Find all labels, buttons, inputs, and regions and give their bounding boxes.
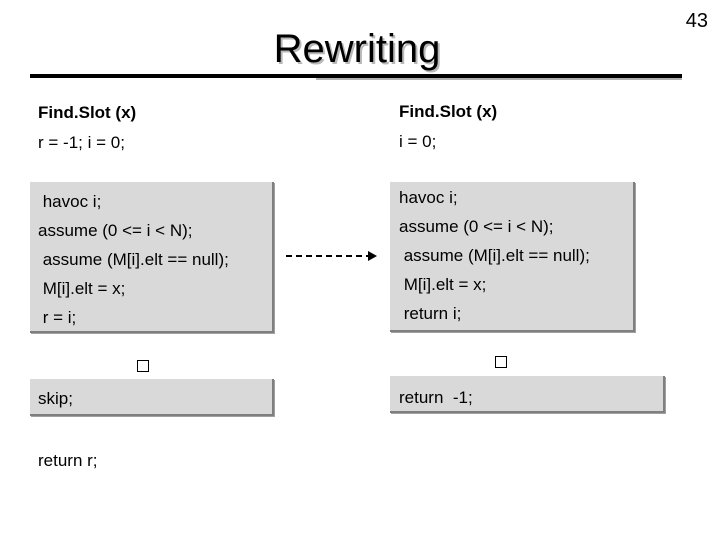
left-code-block: havoc i; assume (0 <= i < N); assume (M[… bbox=[30, 182, 274, 333]
left-return-text: return r; bbox=[38, 451, 98, 470]
left-code-line: assume (M[i].elt == null); bbox=[38, 250, 229, 269]
left-code-line: M[i].elt = x; bbox=[38, 279, 126, 298]
left-choice-square bbox=[137, 360, 149, 372]
left-code-line: havoc i; bbox=[38, 192, 102, 211]
right-code-line: assume (0 <= i < N); bbox=[399, 217, 554, 236]
right-return-text: return -1; bbox=[399, 388, 473, 407]
dashed-arrow bbox=[286, 248, 378, 264]
right-code-line: havoc i; bbox=[399, 188, 458, 207]
slide-title: Rewriting bbox=[273, 27, 441, 71]
right-code-line: assume (M[i].elt == null); bbox=[399, 246, 590, 265]
left-code-line: r = i; bbox=[38, 308, 77, 327]
left-skip-block: skip; bbox=[30, 379, 274, 416]
left-header-signature: Find.Slot (x) bbox=[38, 103, 137, 122]
left-code-line: assume (0 <= i < N); bbox=[38, 221, 193, 240]
right-return-block: return -1; bbox=[390, 376, 665, 413]
title-rule-shadow bbox=[316, 78, 682, 80]
title-rule bbox=[30, 74, 682, 78]
left-skip-text: skip; bbox=[38, 389, 73, 408]
right-code-line: return i; bbox=[399, 304, 462, 323]
right-header-signature: Find.Slot (x) bbox=[399, 102, 498, 121]
right-code-line: M[i].elt = x; bbox=[399, 275, 487, 294]
left-header-init: r = -1; i = 0; bbox=[38, 133, 125, 152]
slide-number: 43 bbox=[685, 10, 708, 32]
right-code-block: havoc i; assume (0 <= i < N); assume (M[… bbox=[390, 182, 635, 332]
right-header-init: i = 0; bbox=[399, 132, 437, 151]
right-choice-square bbox=[495, 356, 507, 368]
